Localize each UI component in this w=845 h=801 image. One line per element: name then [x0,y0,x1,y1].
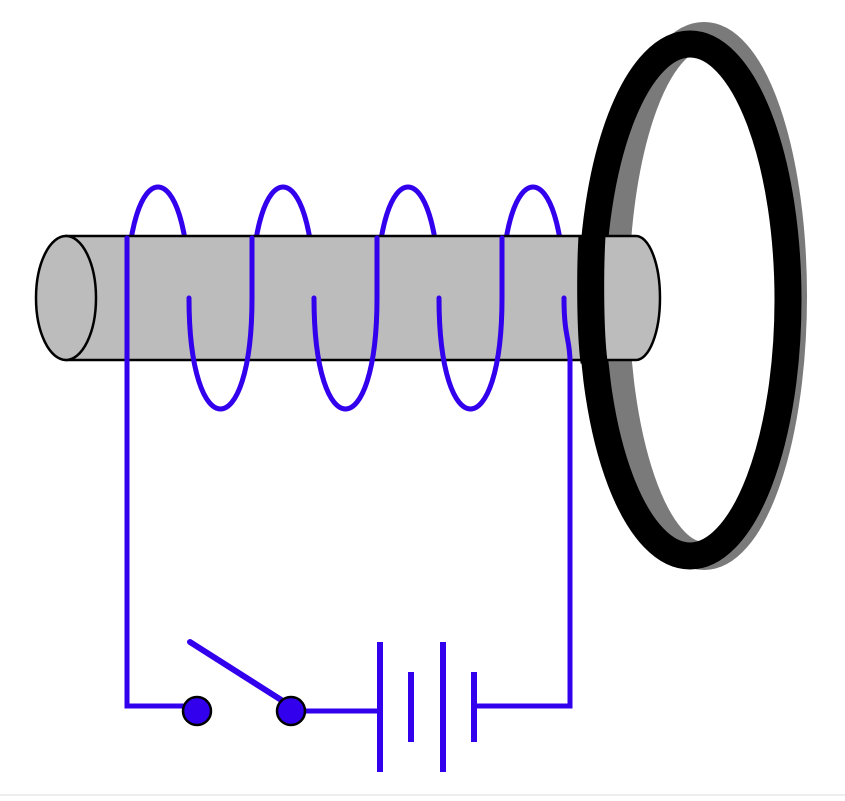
switch-terminal-right [275,695,307,727]
right-lead-wire [474,362,573,709]
switch-lever [187,639,289,706]
coil-lower-arch [311,295,380,412]
ring-front-overlap [577,235,608,364]
left-lead-wire [124,290,197,709]
rod-end-cap [34,234,98,362]
coil-lower-arch [436,295,505,412]
coil-front-loops [124,235,573,412]
coil-tail [561,295,573,365]
battery-cells [377,642,477,772]
open-switch [181,639,307,727]
page-bottom-border [0,794,845,796]
rod-body [64,234,662,362]
iron-rod [34,234,662,362]
switch-terminal-left [181,695,213,727]
coil-lower-arch [186,295,255,412]
